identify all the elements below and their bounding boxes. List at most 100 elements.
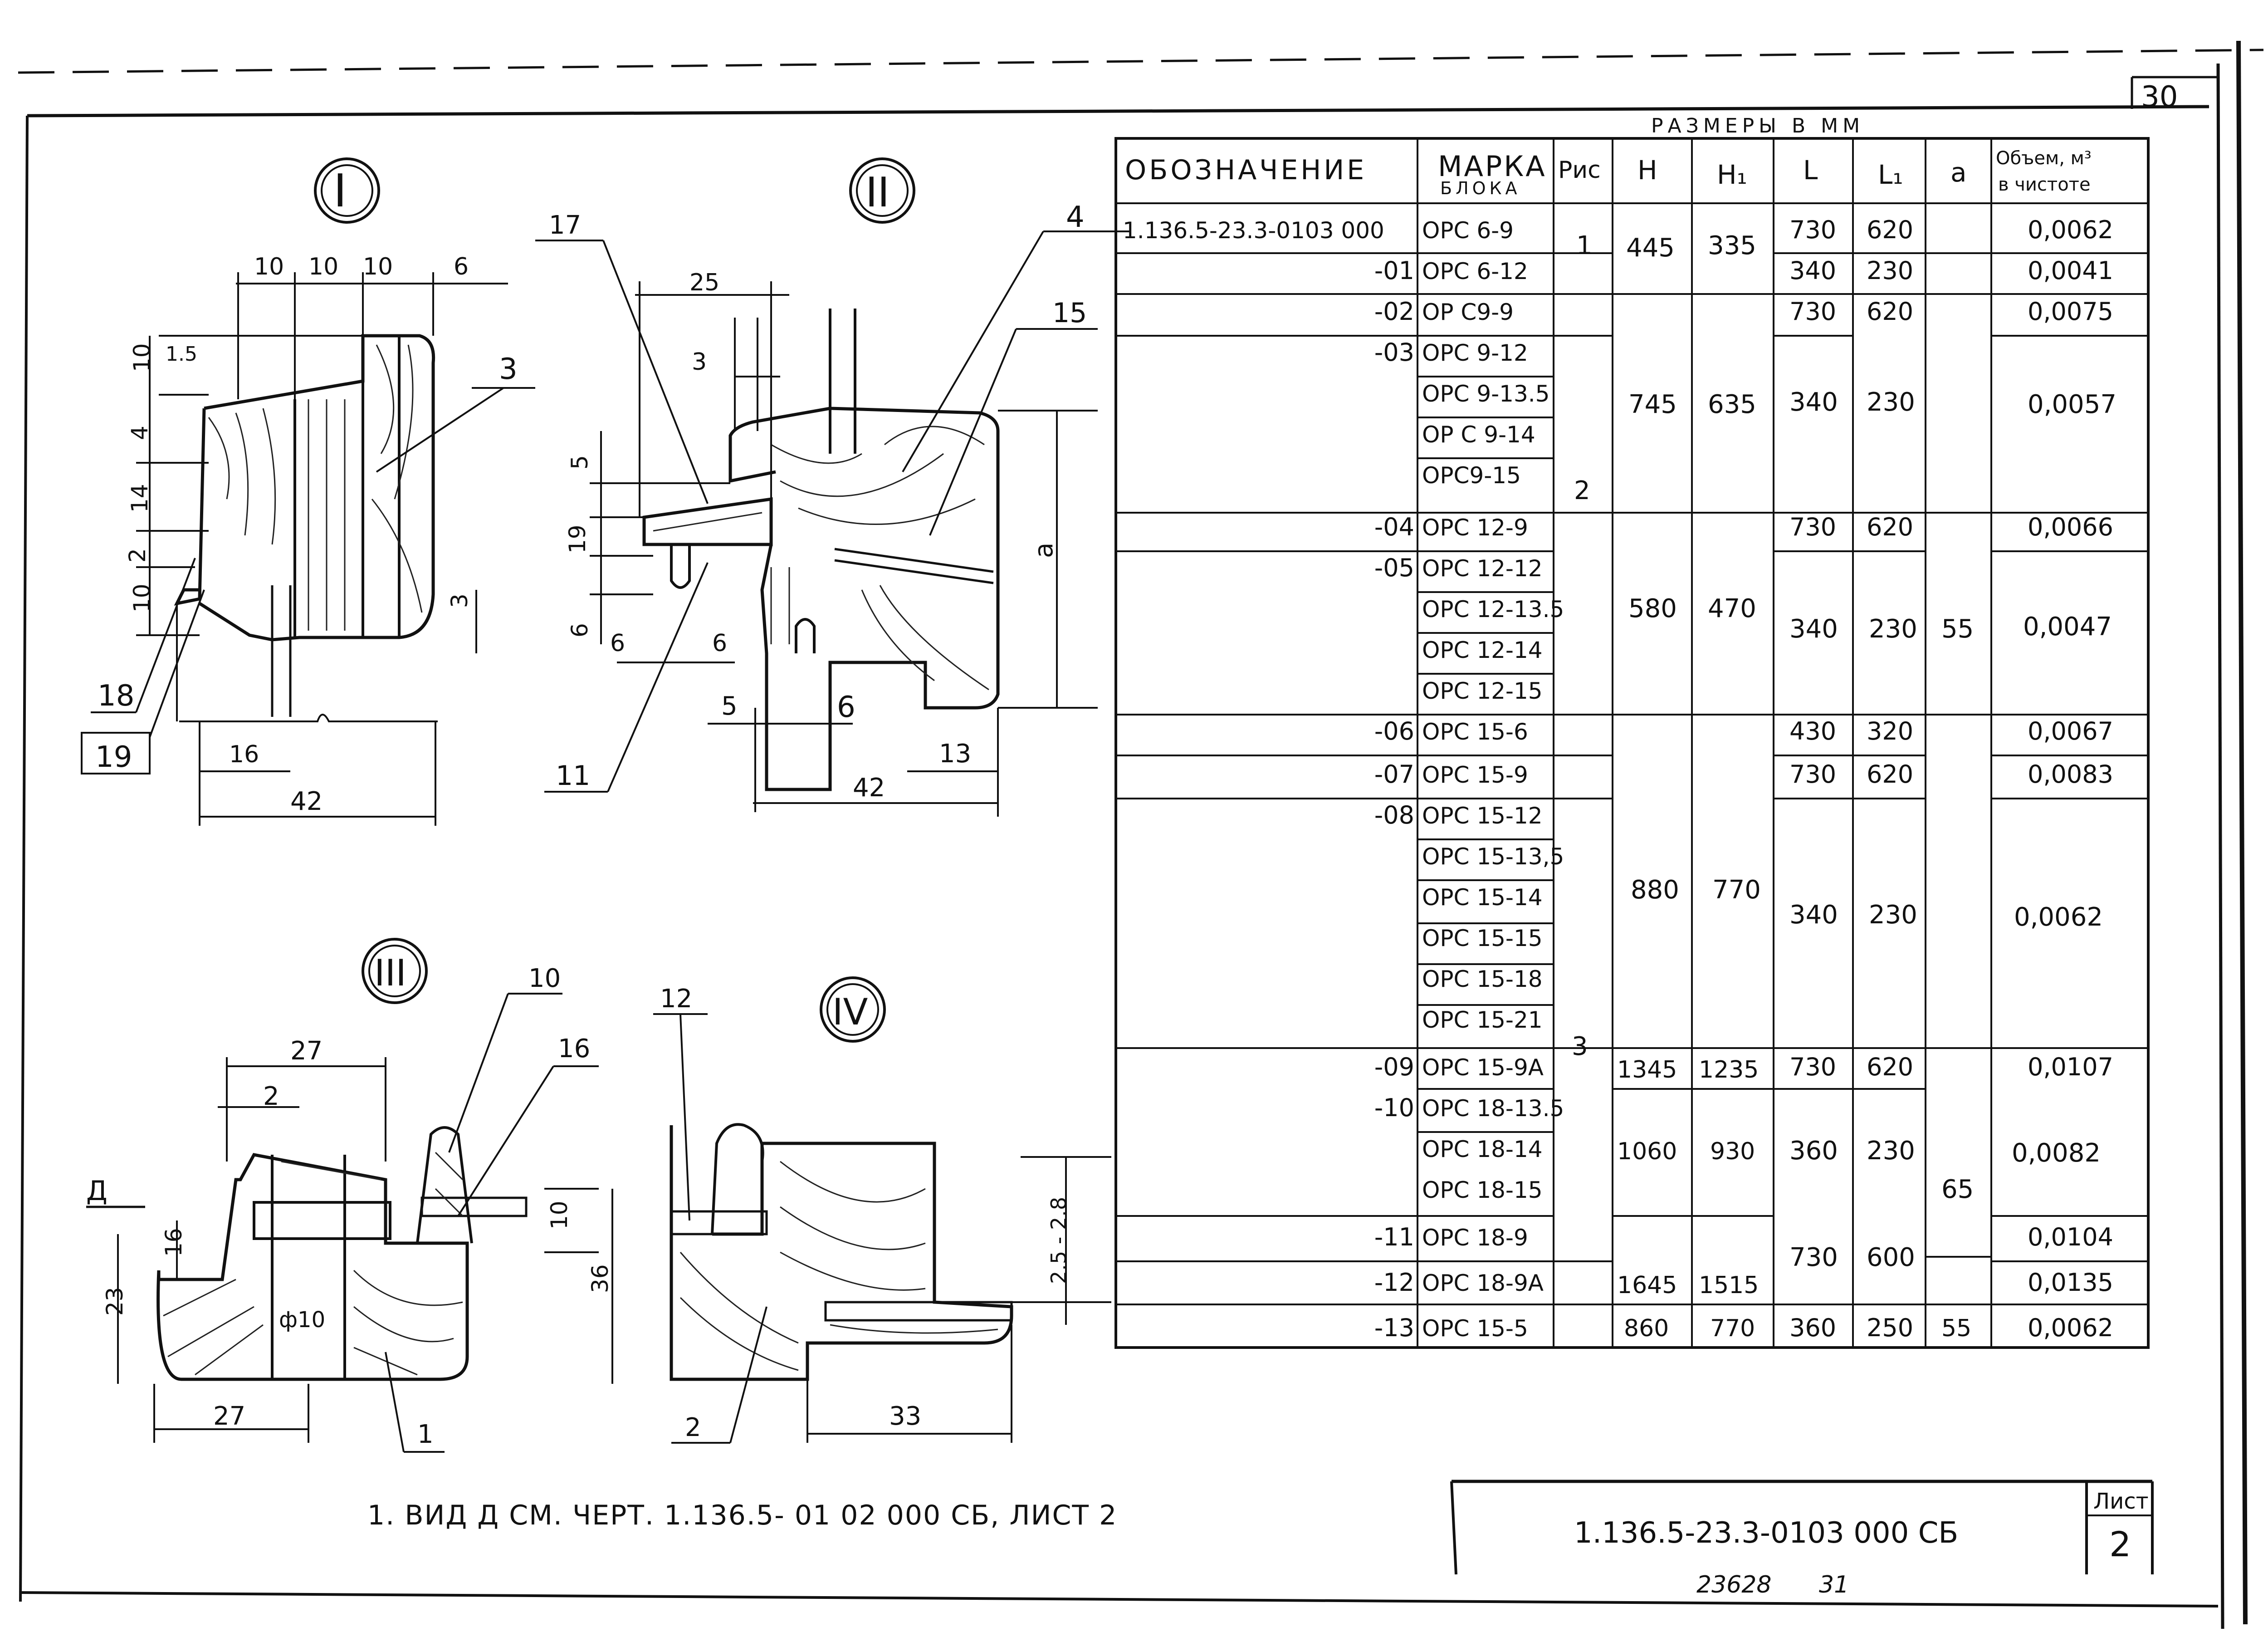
row-mark: ОРС 9-13.5: [1422, 381, 1550, 407]
row-l: 730: [1789, 1053, 1836, 1081]
header-h: H: [1637, 155, 1657, 186]
dim-v1-6: 6: [454, 253, 469, 280]
leader-v2-15: 15: [1052, 297, 1087, 329]
row-l: 340: [1789, 256, 1836, 285]
header-h1: H₁: [1717, 159, 1747, 190]
row-mark: ОРС 15-9: [1422, 762, 1528, 788]
view-label-2: II: [865, 169, 890, 216]
dim-v1-10v: 10: [129, 343, 155, 372]
dim-v2-6a: 6: [610, 630, 625, 657]
dim-v1-10a: 10: [254, 253, 284, 280]
h1-18: 930: [1710, 1138, 1755, 1165]
row-mark: ОРС 18-13.5: [1422, 1095, 1564, 1122]
leader-v2-4: 4: [1066, 201, 1085, 234]
dim-v2-3: 3: [692, 348, 707, 376]
row-mark: ОРС 18-9А: [1422, 1270, 1544, 1296]
l1-12: 230: [1869, 614, 1917, 644]
dim-v1-2: 2: [124, 548, 151, 563]
dim-v1-42: 42: [290, 787, 323, 816]
dim-v1-16: 16: [229, 741, 259, 768]
row-mark: ОРС9-15: [1422, 462, 1521, 489]
row-mark: ОР С9-9: [1422, 299, 1514, 325]
fig-3: 3: [1572, 1032, 1588, 1061]
row-mark: ОРС 15-14: [1422, 884, 1543, 911]
dim-v1-3: 3: [446, 593, 473, 608]
title-block: 1.136.5-23.3-0103 000 СБ Лист 2 23628 31: [1450, 1480, 2154, 1598]
row-mark: ОРС 15-6: [1422, 719, 1528, 745]
row-l1: 620: [1867, 297, 1913, 326]
dim-v1-10c: 10: [363, 253, 393, 280]
row-mark: ОРС 6-12: [1422, 258, 1528, 284]
l1-9: 230: [1867, 387, 1915, 417]
row-mark: ОРС 18-9: [1422, 1225, 1528, 1251]
dim-v2-42: 42: [853, 773, 885, 803]
row-l1: 320: [1867, 717, 1913, 745]
row-mark: ОРС 12-14: [1422, 637, 1543, 663]
leader-v2-17: 17: [549, 211, 581, 240]
header-fig: Рис: [1558, 157, 1601, 184]
vol-12: 0,0047: [2023, 612, 2112, 642]
row-mark: ОРС 12-12: [1422, 555, 1543, 582]
row-designation: -12: [1374, 1268, 1414, 1297]
h1-18a: 1515: [1699, 1272, 1759, 1299]
arrow-d: Д: [86, 1175, 108, 1207]
inventory-number: 23628: [1696, 1571, 1771, 1598]
l-15: 340: [1789, 900, 1838, 930]
dim-v2-19: 19: [564, 524, 591, 554]
row-l1: 620: [1867, 216, 1913, 244]
dim-v2-6c: 6: [837, 691, 855, 724]
dim-v2-5b: 5: [721, 691, 738, 721]
row-volume: 0,0104: [2028, 1223, 2113, 1251]
row-volume: 0,0083: [2028, 760, 2113, 789]
section-view-1: 10 10 10 6 10 1.5 4 14 2 10 3 16 42 3 18…: [81, 253, 535, 826]
h1-9a: 1235: [1699, 1056, 1759, 1083]
header-l: L: [1803, 155, 1818, 186]
row-l1: 250: [1867, 1314, 1913, 1342]
dim-v3-27b: 27: [213, 1402, 245, 1431]
leader-v3-1: 1: [417, 1420, 434, 1449]
row-mark: ОРС 12-9: [1422, 515, 1528, 541]
view-label-4: IV: [832, 991, 868, 1033]
header-mark: МАРКА: [1438, 150, 1547, 183]
row-volume: 0,0062: [2028, 216, 2113, 244]
a-55b: 55: [1941, 1315, 1971, 1342]
row-mark: ОРС 18-15: [1422, 1177, 1543, 1203]
l1-18: 230: [1867, 1136, 1915, 1166]
row-volume: 0,0075: [2028, 297, 2113, 326]
dim-v4-25: 2.5 - 2.8: [1046, 1197, 1071, 1284]
row-volume: 0,0135: [2028, 1268, 2113, 1297]
row-l: 730: [1789, 513, 1836, 541]
row-l: 430: [1789, 717, 1836, 745]
row-l: 360: [1789, 1314, 1836, 1342]
dim-v3-phi: ф10: [279, 1307, 325, 1333]
row-mark: ОРС 9-12: [1422, 340, 1528, 366]
vol-15: 0,0062: [2014, 902, 2103, 932]
row-mark: ОРС 15-12: [1422, 803, 1543, 829]
leader-v1-18: 18: [98, 679, 134, 713]
row-designation: 1.136.5-23.3-0103 000: [1123, 217, 1384, 244]
h-15: 880: [1631, 875, 1679, 905]
l-18b: 730: [1789, 1243, 1838, 1272]
leader-v3-16: 16: [558, 1034, 590, 1064]
row-mark: ОРС 15-21: [1422, 1007, 1543, 1033]
row-mark: ОРС 12-15: [1422, 678, 1543, 704]
row-designation: -07: [1374, 760, 1414, 789]
l-9: 340: [1789, 387, 1838, 417]
a-55: 55: [1941, 614, 1974, 644]
row-designation: -08: [1374, 801, 1414, 829]
leader-v4-2: 2: [685, 1413, 701, 1442]
dim-v1-14: 14: [127, 484, 153, 513]
dim-v2-6b: 6: [712, 630, 727, 657]
row-l1: 620: [1867, 513, 1913, 541]
dim-v2-5: 5: [567, 455, 593, 470]
row-mark: ОР С 9-14: [1422, 422, 1535, 448]
h1-9: 635: [1708, 390, 1756, 419]
row-l1: 620: [1867, 1053, 1913, 1081]
dim-v3-10: 10: [546, 1201, 572, 1230]
h-13: 860: [1624, 1315, 1669, 1342]
l1-15: 230: [1869, 900, 1917, 930]
h-9: 745: [1628, 390, 1677, 419]
dim-v2-25: 25: [689, 269, 719, 296]
row-l1: 230: [1867, 256, 1913, 285]
